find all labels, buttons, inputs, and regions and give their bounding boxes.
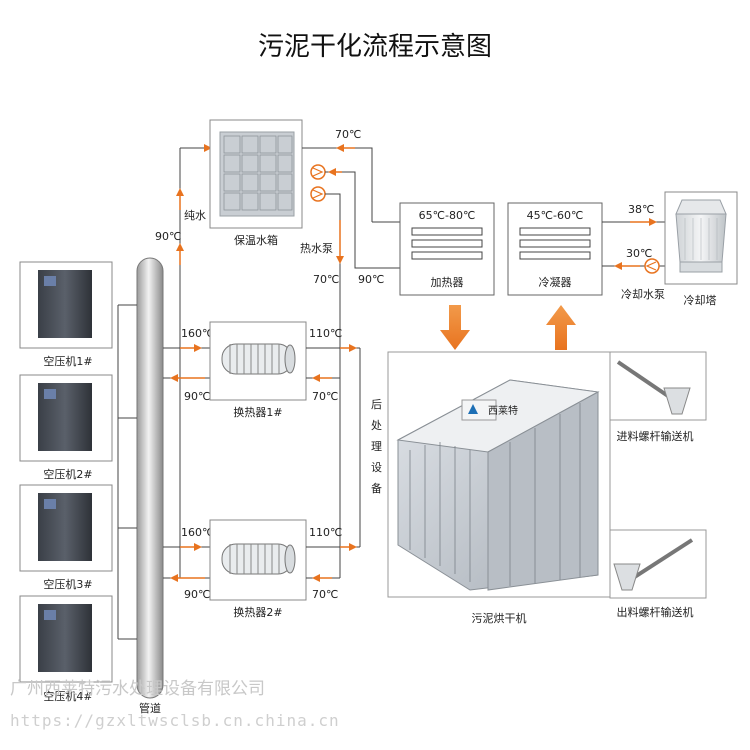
compressor-label-2: 空压机2#	[43, 467, 92, 481]
watermark-url: https://gzxltwsclsb.cn.china.cn	[10, 711, 340, 730]
pipe-label: 管道	[139, 701, 161, 715]
watermark-company: 广州西莱特污水处理设备有限公司	[10, 679, 265, 699]
heat-exchanger-1	[209, 321, 307, 401]
compressor-1	[19, 261, 137, 349]
main-pipe	[136, 257, 164, 699]
sludge-dryer	[387, 351, 611, 598]
condenser-label: 冷凝器	[539, 275, 572, 289]
condenser	[507, 202, 603, 296]
feed-conveyor	[609, 351, 707, 421]
cooling-tower-label: 冷却塔	[684, 294, 717, 307]
compressor-3	[19, 484, 137, 572]
dryer-brand: 西莱特	[488, 405, 518, 417]
hot-pump-label: 热水泵	[300, 242, 333, 255]
compressor-4	[19, 595, 137, 683]
condenser-range: 45℃-60℃	[527, 209, 584, 222]
insulated-tank	[209, 119, 303, 229]
compressor-label-3: 空压机3#	[43, 577, 92, 591]
temp-tower-out: 38℃	[628, 203, 654, 216]
discharge-conveyor	[609, 529, 707, 599]
temp-supply-left: 90℃	[155, 230, 181, 243]
post-treatment-5: 备	[371, 481, 382, 495]
heater	[399, 202, 495, 296]
hx2-out-hot: 110℃	[309, 526, 342, 539]
pure-water-label: 纯水	[184, 209, 206, 222]
hx2-in-hot: 160℃	[181, 526, 214, 539]
temp-tower-in: 30℃	[626, 247, 652, 260]
post-treatment-4: 设	[371, 461, 382, 474]
post-treatment-1: 后	[371, 398, 382, 411]
temp-pump-out: 70℃	[313, 273, 339, 286]
compressor-label-4: 空压机4#	[43, 689, 92, 703]
hx1-out-hot: 110℃	[309, 327, 342, 340]
hx2-label: 换热器2#	[233, 605, 282, 619]
hx1-in-hot: 160℃	[181, 327, 214, 340]
hx2-in-cold: 70℃	[312, 588, 338, 601]
heat-exchanger-2	[209, 519, 307, 601]
post-treatment-2: 处	[371, 419, 382, 432]
temp-tank-return: 70℃	[335, 128, 361, 141]
post-treatment-3: 理	[371, 440, 382, 453]
compressor-2	[19, 374, 137, 462]
compressor-label-1: 空压机1#	[43, 354, 92, 368]
diagram-title: 污泥干化流程示意图	[258, 32, 492, 62]
hot-water-pump-icon	[310, 164, 326, 202]
discharge-conveyor-label: 出料螺杆输送机	[617, 605, 694, 619]
heat-supply-arrow-icon	[440, 305, 470, 350]
temp-heater-in: 90℃	[358, 273, 384, 286]
hx1-in-cold: 70℃	[312, 390, 338, 403]
dryer-label: 污泥烘干机	[472, 611, 527, 625]
heater-range: 65℃-80℃	[419, 209, 476, 222]
cooling-pump-label: 冷却水泵	[621, 288, 665, 301]
cooling-tower	[664, 191, 738, 285]
feed-conveyor-label: 进料螺杆输送机	[617, 429, 694, 443]
cooling-pump-icon	[644, 258, 660, 274]
hx1-out-cold: 90℃	[184, 390, 210, 403]
vapor-return-arrow-icon	[546, 305, 576, 350]
hx1-label: 换热器1#	[233, 405, 282, 419]
hx2-out-cold: 90℃	[184, 588, 210, 601]
tank-label: 保温水箱	[234, 233, 278, 247]
heater-label: 加热器	[431, 276, 464, 289]
